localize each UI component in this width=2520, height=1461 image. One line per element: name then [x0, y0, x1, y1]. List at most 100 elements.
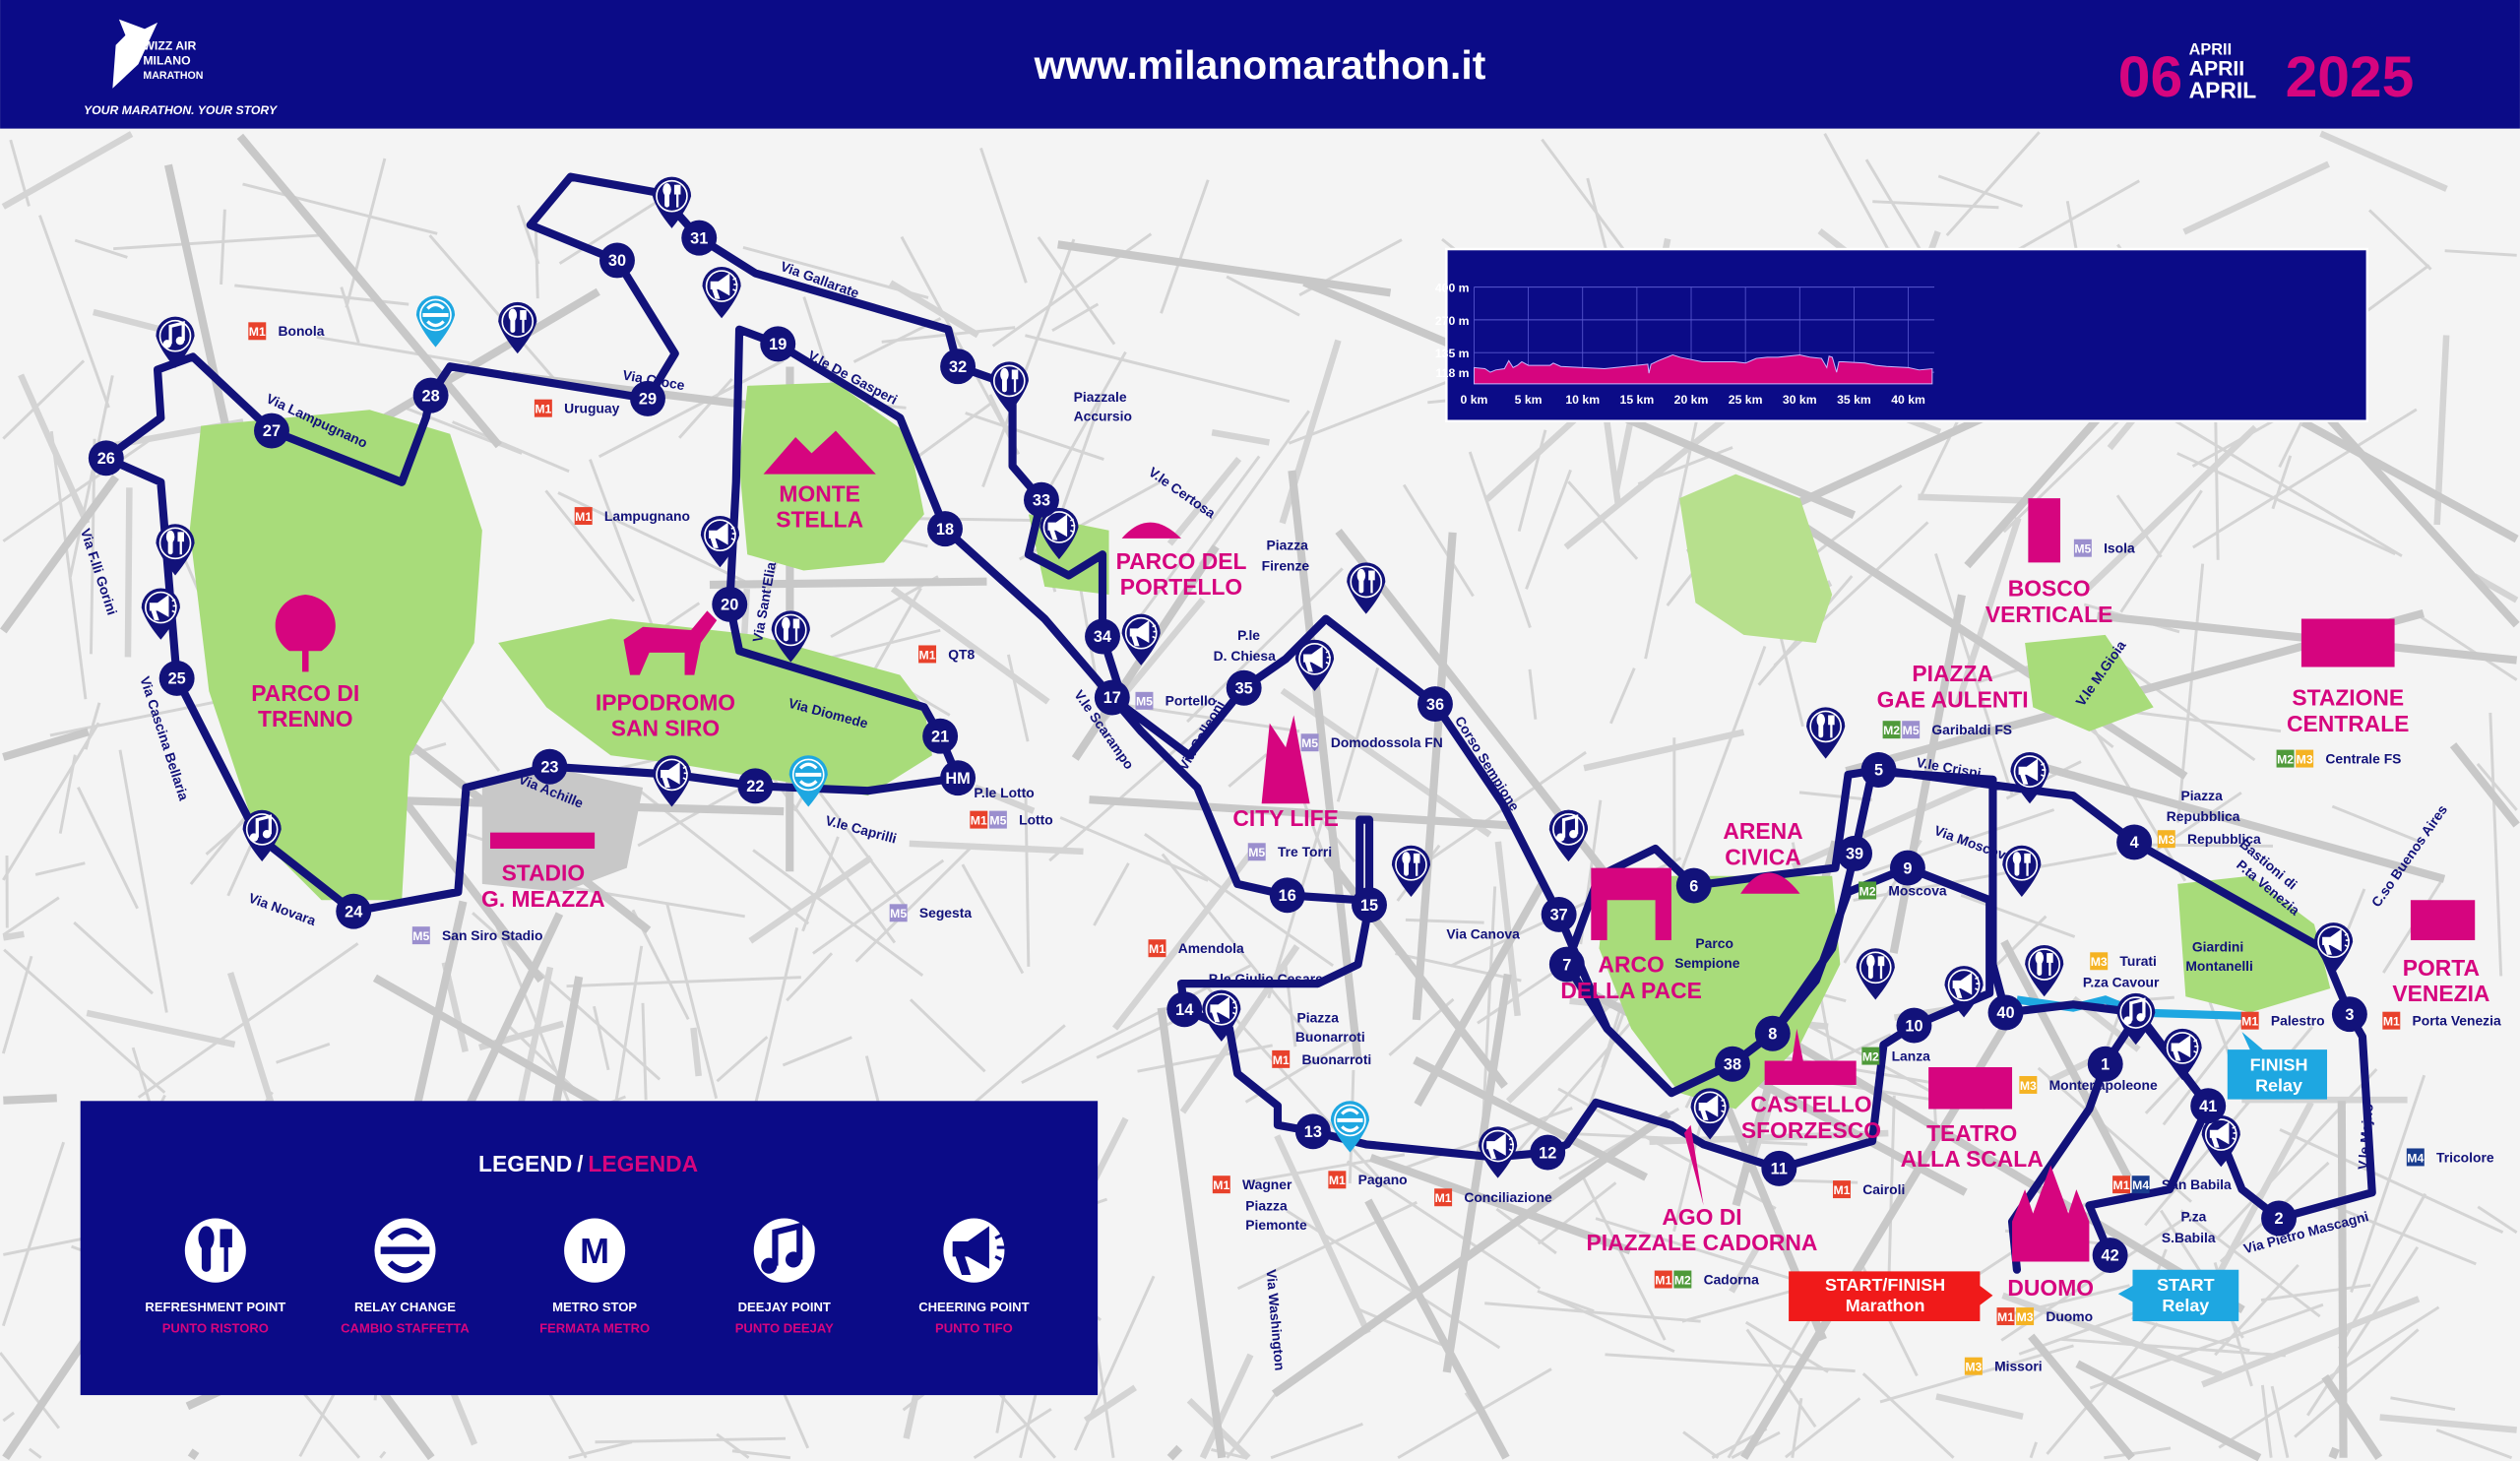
- citylife-icon: [1261, 715, 1310, 804]
- km-marker: 37: [1541, 896, 1577, 932]
- metro-line-badge: M1: [574, 507, 593, 526]
- km-marker-label: 16: [1279, 887, 1296, 905]
- metro-station-name: Lotto: [1019, 812, 1053, 828]
- landmark-line: ALLA SCALA: [1901, 1146, 2044, 1172]
- metro-line-badge: M5: [889, 904, 908, 922]
- km-marker-label: 12: [1539, 1144, 1556, 1162]
- arco-icon: [1591, 867, 1671, 941]
- street-label: P.le Giulio Cesare: [1209, 971, 1323, 986]
- street-label: Parco: [1695, 935, 1733, 951]
- cheering-pin-icon: [1690, 1088, 1730, 1140]
- metro-line-badge: M5: [411, 926, 430, 945]
- metro-line-label: M1: [535, 403, 551, 416]
- metro-line-label: M5: [412, 929, 429, 943]
- km-marker-label: 9: [1903, 859, 1912, 877]
- landmark-line: PARCO DI: [251, 680, 359, 706]
- metro-station-name: Duomo: [2046, 1308, 2093, 1324]
- refreshment-pin-icon: [2002, 845, 2042, 897]
- callout-start-relay: START Relay: [2117, 1269, 2239, 1321]
- km-marker-label: 35: [1235, 679, 1253, 697]
- km-marker: 20: [712, 586, 748, 622]
- km-marker: 26: [88, 440, 124, 476]
- x-tick-label: 5 km: [1515, 393, 1543, 407]
- km-marker-label: 28: [422, 387, 440, 405]
- refreshment-pin-icon: [156, 524, 195, 576]
- metro-line-label: M1: [1273, 1053, 1290, 1067]
- landmark-line: ARENA: [1723, 818, 1802, 844]
- km-marker: 31: [681, 220, 718, 256]
- metro-station-name: Portello: [1166, 693, 1217, 709]
- tagline: YOUR MARATHON. YOUR STORY: [84, 103, 279, 117]
- callout-start-finish-marathon: START/FINISH Marathon: [1789, 1271, 1993, 1321]
- street-label: Sempione: [1674, 955, 1740, 971]
- metro-station-name: QT8: [948, 646, 975, 662]
- porta-venezia-icon: [2410, 900, 2476, 941]
- metro-station-name: Missori: [1994, 1359, 2043, 1374]
- landmark-line: PORTA: [2403, 955, 2480, 981]
- km-marker: 9: [1889, 850, 1925, 886]
- km-marker-label: HM: [945, 770, 970, 788]
- cheering-pin-icon: [2313, 922, 2354, 975]
- x-tick-label: 25 km: [1729, 393, 1763, 407]
- x-tick-label: 40 km: [1891, 393, 1925, 407]
- landmark-label: CITY LIFE: [1232, 805, 1338, 831]
- relay-icon: [374, 1218, 436, 1283]
- metro-stop: M3 Missori: [1964, 1357, 2043, 1375]
- cheering-pin-icon: [652, 755, 692, 807]
- km-marker: 40: [1987, 994, 2024, 1031]
- street-label: Piazza: [1267, 537, 1309, 552]
- metro-station-name: Tricolore: [2436, 1149, 2494, 1165]
- metro-line-badge: M1: [2112, 1175, 2131, 1194]
- km-marker: 6: [1675, 867, 1712, 904]
- km-marker-label: 32: [949, 358, 967, 376]
- km-marker: 36: [1417, 686, 1453, 723]
- metro-line-badge: M5: [1902, 721, 1921, 739]
- landmark-line: CENTRALE: [2287, 711, 2409, 736]
- landmark-line: PORTELLO: [1120, 574, 1242, 600]
- metro-line-label: M1: [919, 648, 936, 662]
- y-tick-label: 270 m: [1435, 314, 1470, 328]
- km-marker-label: 26: [97, 450, 115, 468]
- metro-station-name: Tre Torri: [1278, 844, 1332, 859]
- callout-line: Relay: [2255, 1076, 2302, 1096]
- km-marker-label: 7: [1562, 956, 1571, 974]
- km-marker: 22: [737, 768, 774, 804]
- metro-line-label: M1: [1655, 1273, 1671, 1287]
- km-marker: 13: [1294, 1113, 1331, 1150]
- metro-line-badge: M5: [988, 810, 1007, 829]
- metro-station-name: Lampugnano: [604, 508, 690, 524]
- km-marker: 23: [532, 748, 568, 785]
- landmark-line: PIAZZALE CADORNA: [1587, 1230, 1818, 1255]
- street-label: P.le Lotto: [974, 785, 1034, 800]
- metro-line-label: M1: [1329, 1174, 1346, 1187]
- refreshment-pin-icon: [1806, 707, 1846, 759]
- km-marker: 3: [2331, 996, 2367, 1033]
- landmark-line: STADIO: [502, 860, 586, 886]
- metro-line-badge: M1: [918, 645, 937, 664]
- bosco-icon: [2028, 498, 2061, 563]
- landmark-line: VERTICALE: [1985, 602, 2112, 627]
- metro-line-badge: M1: [1434, 1188, 1453, 1207]
- callout-line: Relay: [2162, 1296, 2209, 1315]
- metro-line-badge: M1: [970, 810, 988, 829]
- metro-station-name: Porta Venezia: [2413, 1013, 2501, 1029]
- metro-line-badge: M1: [2382, 1011, 2401, 1030]
- metro-line-badge: M4: [2131, 1175, 2150, 1194]
- street-label: Piemonte: [1245, 1217, 1307, 1233]
- km-marker: 24: [336, 893, 372, 929]
- street-label: Piazza: [1245, 1197, 1288, 1213]
- metro-station-name: Montenapoleone: [2049, 1077, 2158, 1093]
- landmark-line: IPPODROMO: [596, 690, 735, 716]
- metro-line-label: M3: [1965, 1361, 1982, 1374]
